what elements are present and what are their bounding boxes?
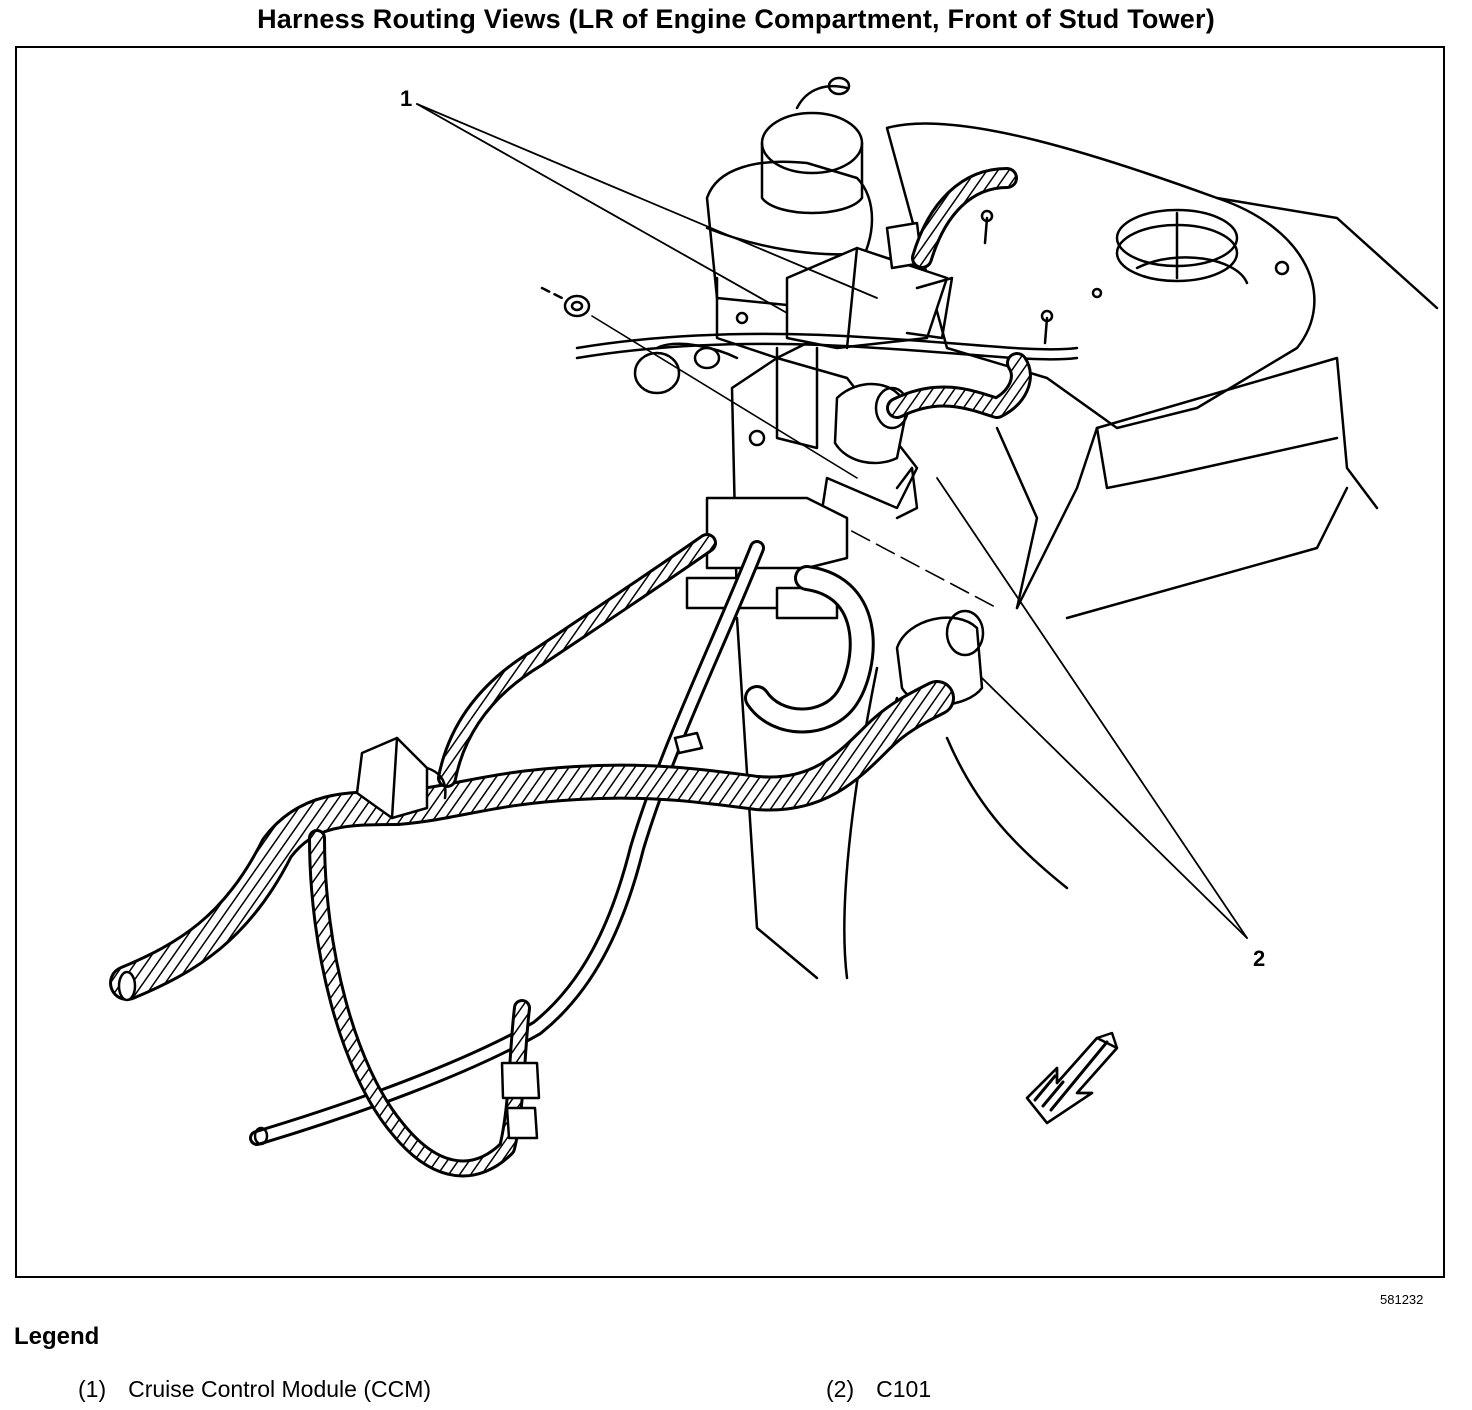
callout-1-leader [416,103,788,314]
inline-connector [500,1061,541,1100]
main-wiring-harness [109,680,955,1001]
c101-connector-upper [833,382,909,465]
legend-item-ccm: (1) Cruise Control Module (CCM) [78,1376,431,1403]
legend-title: Legend [14,1323,100,1350]
fender-panel [1095,356,1379,510]
diagram-frame: 1 2 [15,46,1445,1278]
harness-branch-lower [308,829,531,1178]
legend-item-label: C101 [876,1376,932,1402]
main-wiring-harness-wrap [112,683,952,998]
callout-2-label: 2 [1253,946,1266,971]
brake-line [575,332,1079,351]
mounting-nut [563,294,591,318]
legend-item-number: (1) [78,1376,107,1402]
front-direction-arrow-icon [1025,1031,1119,1125]
figure-id: 581232 [1380,1292,1424,1307]
callout-1-label: 1 [400,86,413,111]
callout-2-leader [936,477,1248,939]
legend-item-label: Cruise Control Module (CCM) [128,1376,432,1402]
engine-compartment-illustration [109,76,1439,1178]
diagram-title: Harness Routing Views (LR of Engine Comp… [257,4,1215,34]
legend-item-c101: (2) C101 [826,1376,931,1403]
legend-item-number: (2) [826,1376,855,1402]
connector-block [705,496,849,570]
wheelhouse-panel [735,616,819,980]
